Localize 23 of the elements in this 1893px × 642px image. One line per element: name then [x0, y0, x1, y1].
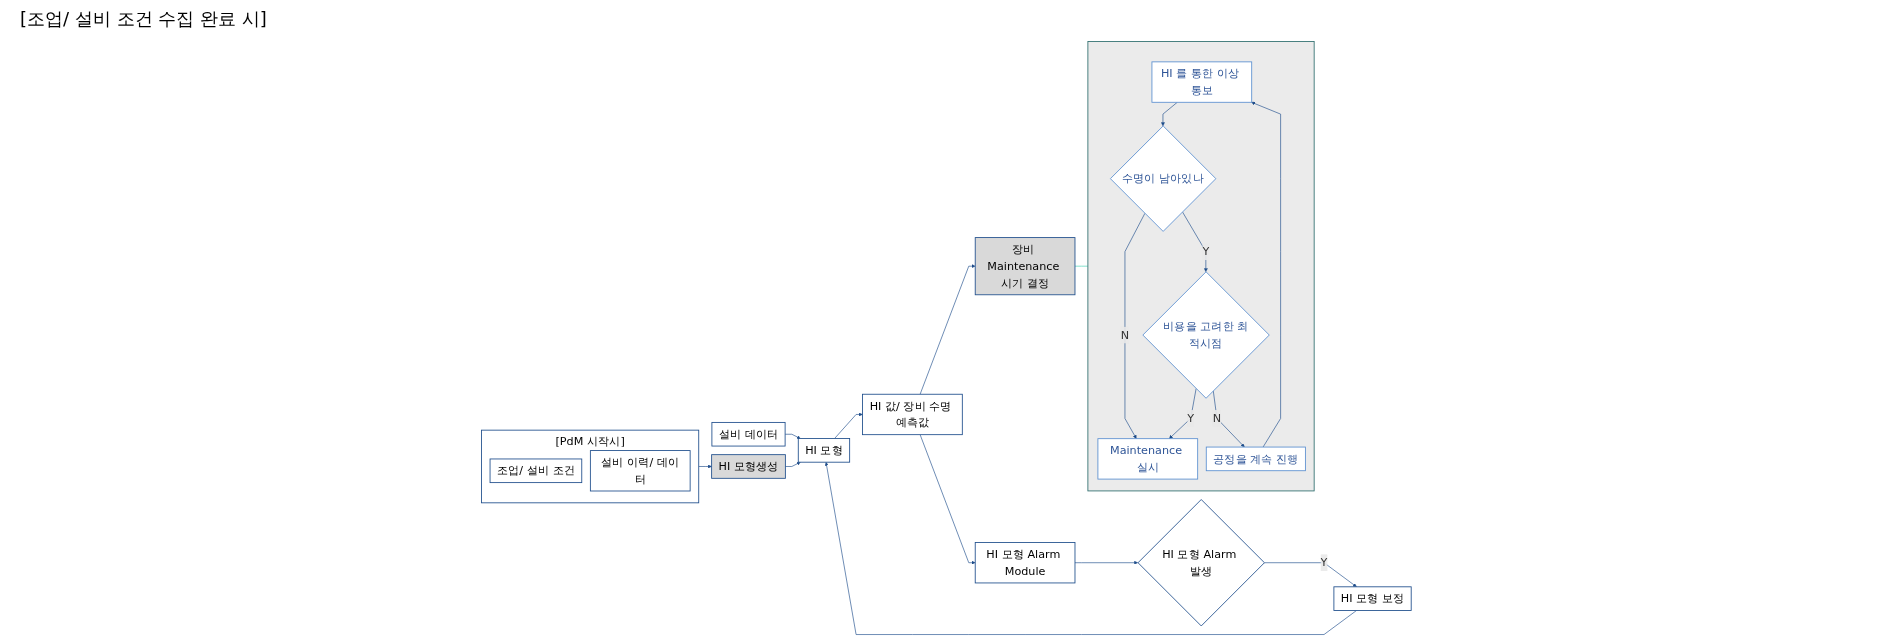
- node-box: 장비 Maintenance 시기 결정: [974, 237, 1076, 296]
- node-box: HI 모형 Alarm Module: [974, 542, 1076, 584]
- node-box: HI 모형: [798, 438, 851, 463]
- node-diamond: 수명이 남아있나: [1110, 125, 1217, 232]
- node-box: 설비 이력/ 데이터: [590, 450, 691, 492]
- node-box: HI 모형 보정: [1333, 586, 1412, 611]
- node-box: HI 모형생성: [711, 454, 786, 479]
- edge-label: Y: [1320, 556, 1328, 569]
- node-diamond: 비용을 고려한 최적시점: [1142, 271, 1270, 399]
- node-box: 설비 데이터: [711, 422, 786, 447]
- node-box: Maintenance 실시: [1097, 438, 1199, 480]
- node-box: 조업/ 설비 조건: [489, 458, 583, 484]
- cluster: [1087, 41, 1315, 492]
- edge-label: N: [1120, 328, 1130, 342]
- node-diamond: HI 모형 Alarm 발생: [1137, 499, 1266, 627]
- edge-label: Y: [1187, 411, 1195, 425]
- connector: [1074, 265, 1089, 267]
- edge-label: N: [1212, 411, 1222, 425]
- note-text: [조업/ 설비 조건 수집 완료 시]: [20, 7, 267, 31]
- edge-label: Y: [1202, 244, 1210, 258]
- node-box: HI 를 통한 이상 통보: [1151, 61, 1253, 103]
- node-box: HI 값/ 장비 수명 예측값: [862, 393, 963, 436]
- node-box: 공정을 계속 진행: [1206, 446, 1306, 472]
